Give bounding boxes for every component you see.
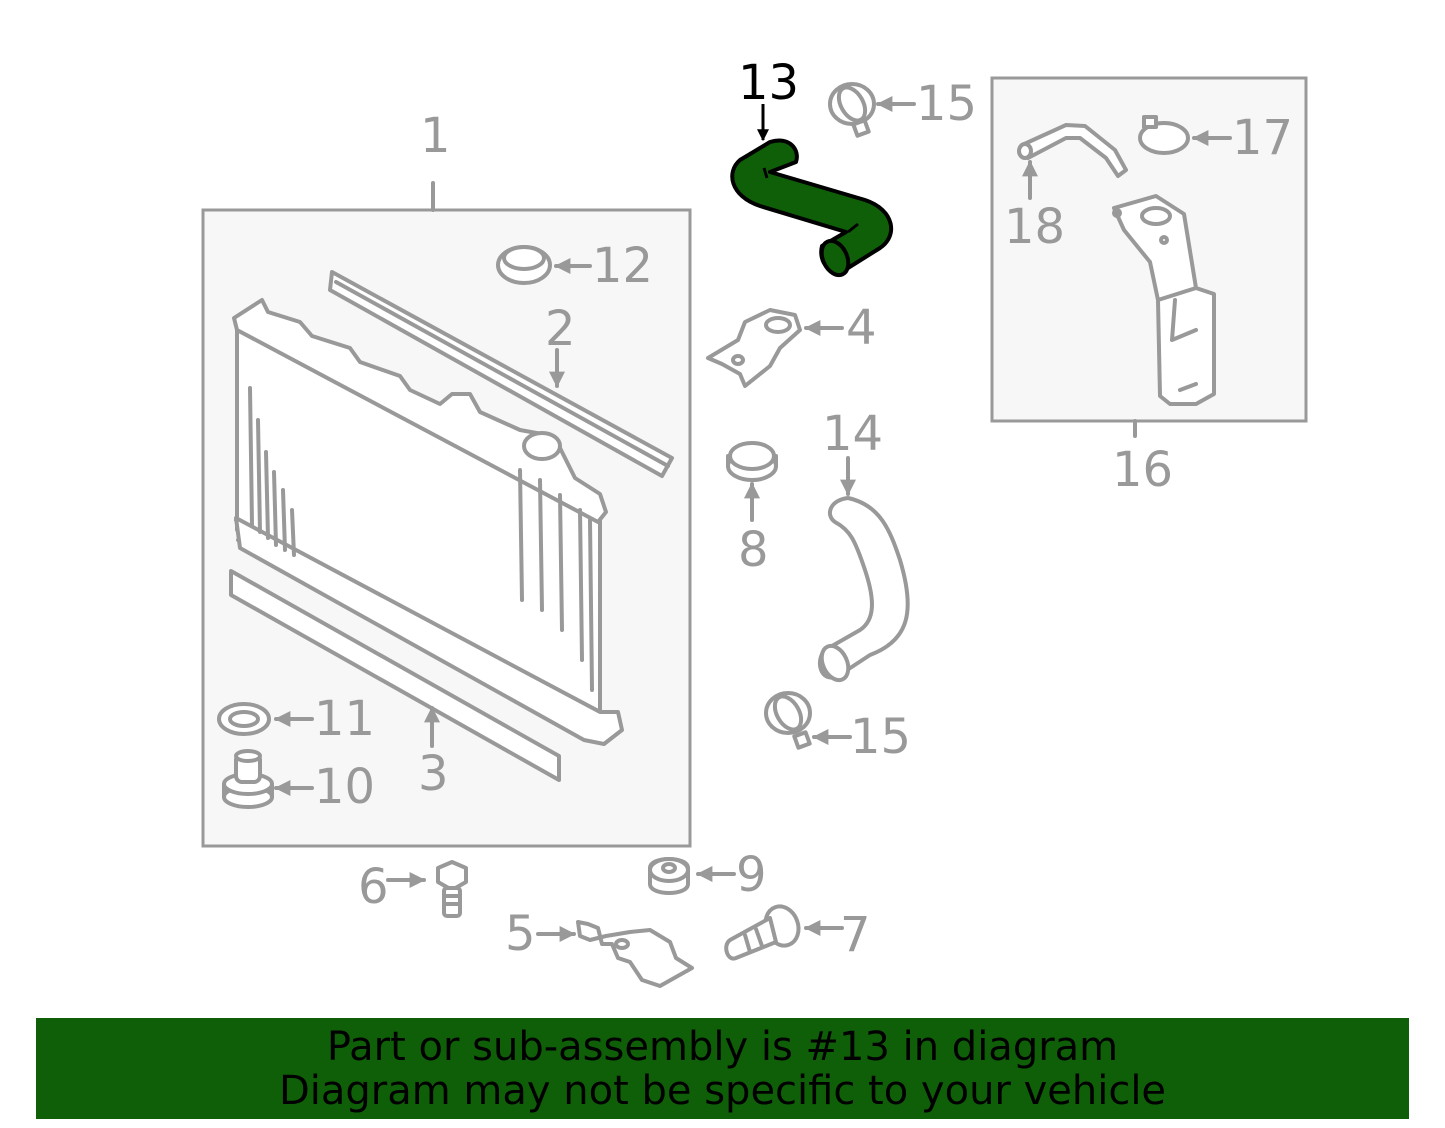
screw-part-7[interactable] <box>724 902 804 961</box>
callout-10[interactable]: 10 <box>314 759 375 815</box>
reservoir-tank[interactable] <box>1112 194 1216 406</box>
info-banner: Part or sub-assembly is #13 in diagram D… <box>36 1018 1409 1119</box>
callout-14[interactable]: 14 <box>822 406 883 462</box>
reservoir-assembly-group: 16 18 17 <box>990 76 1308 498</box>
callout-6[interactable]: 6 <box>358 859 389 915</box>
callout-7[interactable]: 7 <box>840 907 871 963</box>
hose-clamp-part-15-top[interactable] <box>828 82 876 138</box>
callout-11[interactable]: 11 <box>314 691 375 747</box>
banner-line-2: Diagram may not be specific to your vehi… <box>278 1067 1167 1114</box>
overflow-hose-part-18[interactable] <box>1017 123 1128 178</box>
callout-1[interactable]: 1 <box>420 108 451 164</box>
callout-16[interactable]: 16 <box>1112 442 1173 498</box>
callout-2[interactable]: 2 <box>545 301 576 357</box>
hose-clamp-part-15-bottom[interactable] <box>764 691 812 750</box>
banner-line-1: Part or sub-assembly is #13 in diagram <box>326 1023 1119 1070</box>
reservoir-cap-part-17[interactable] <box>1138 115 1190 155</box>
callout-8[interactable]: 8 <box>738 522 769 578</box>
callout-4[interactable]: 4 <box>846 300 877 356</box>
washer-part-11[interactable] <box>217 702 271 736</box>
bracket-part-4[interactable] <box>706 308 802 388</box>
callout-5[interactable]: 5 <box>505 906 536 962</box>
callout-17[interactable]: 17 <box>1232 110 1293 166</box>
lower-seal-part-3[interactable] <box>229 569 561 782</box>
radiator-cap-part-12[interactable] <box>496 245 552 285</box>
callout-15-top[interactable]: 15 <box>916 76 977 132</box>
drain-plug-part-10[interactable] <box>222 749 274 809</box>
lower-radiator-hose-part-14[interactable] <box>817 496 910 684</box>
callout-3[interactable]: 3 <box>418 746 449 802</box>
radiator-part[interactable] <box>232 298 624 746</box>
callout-18[interactable]: 18 <box>1004 199 1065 255</box>
upper-seal-part-2[interactable] <box>328 270 674 478</box>
grommet-part-8[interactable] <box>726 441 778 482</box>
callout-9[interactable]: 9 <box>736 847 767 903</box>
radiator-assembly-group: 1 2 <box>201 108 692 848</box>
callout-13[interactable]: 13 <box>738 55 799 111</box>
mount-part-5[interactable] <box>576 920 694 988</box>
cushion-part-9[interactable] <box>648 857 690 895</box>
bolt-part-6[interactable] <box>436 860 468 918</box>
callout-12[interactable]: 12 <box>592 238 653 294</box>
callout-15-bottom[interactable]: 15 <box>850 709 911 765</box>
upper-radiator-hose-part-13[interactable] <box>730 138 894 280</box>
